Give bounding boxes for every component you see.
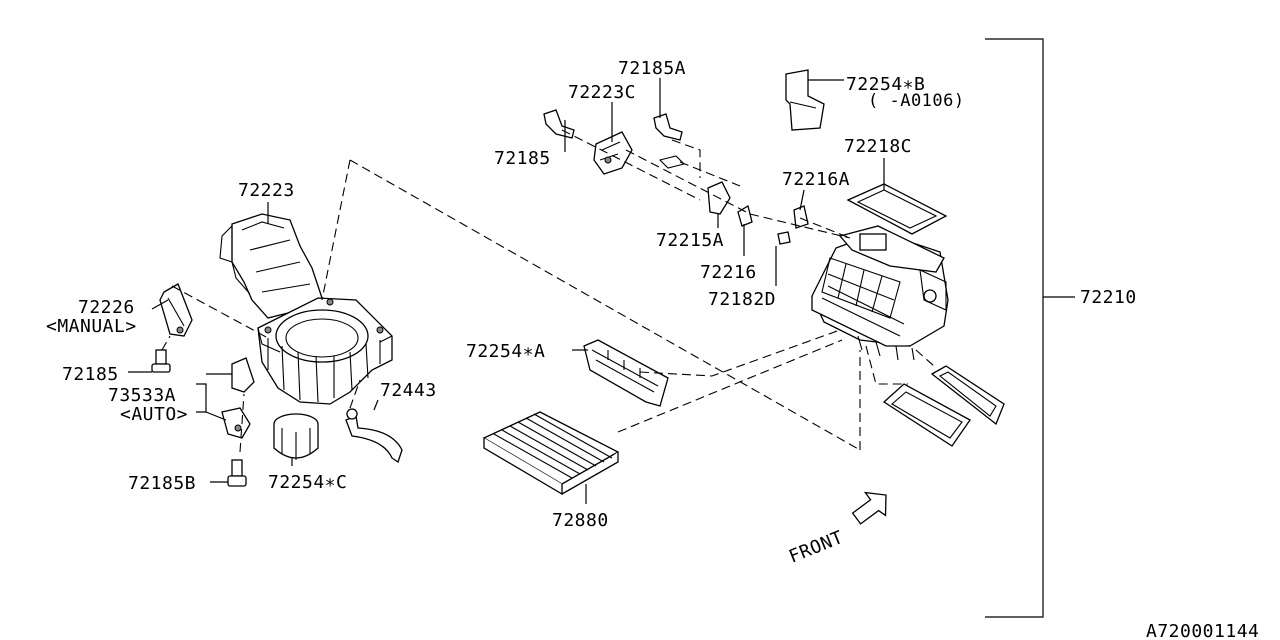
screw-72185-left [151, 349, 171, 373]
label-72226-note: <MANUAL> [46, 316, 137, 337]
label-72443: 72443 [380, 380, 437, 401]
gasket-72218C [846, 183, 948, 235]
foot-duct-parts [882, 365, 1005, 447]
air-filter-72880 [482, 411, 620, 496]
label-72223C: 72223C [568, 82, 636, 103]
label-72182D: 72182D [708, 289, 776, 310]
leader-lines [128, 78, 885, 504]
screw-72185-top [543, 109, 575, 139]
servo-motor-72226 [159, 283, 193, 337]
label-73533A-note: <AUTO> [120, 404, 188, 425]
label-72218C: 72218C [844, 136, 912, 157]
label-72185B: 72185B [128, 473, 196, 494]
label-72223: 72223 [238, 180, 295, 201]
hvac-unit-72210 [811, 225, 949, 361]
diagram-id: A720001144 [1146, 621, 1259, 640]
blower-motor-72254C [273, 413, 319, 460]
assembly-bracket [985, 38, 1075, 618]
label-72185-top: 72185 [494, 148, 551, 169]
label-72254B: 72254∗B [846, 74, 925, 95]
alignment-lines [161, 129, 935, 453]
label-73533A: 73533A [108, 385, 176, 406]
blower-housing [219, 213, 393, 405]
screw-72185B [227, 459, 247, 487]
label-72185A: 72185A [618, 58, 686, 79]
label-72254B-note: ( -A0106) [868, 91, 965, 111]
duct-72254B [785, 69, 825, 131]
label-72216: 72216 [700, 262, 757, 283]
filter-cover-72254A [583, 339, 669, 407]
label-72185-left: 72185 [62, 364, 119, 385]
label-72880: 72880 [552, 510, 609, 531]
label-72254A: 72254∗A [466, 341, 545, 362]
front-arrow: FRONT [786, 491, 887, 568]
label-72254C: 72254∗C [268, 472, 347, 493]
front-label: FRONT [786, 527, 846, 568]
label-72215A: 72215A [656, 230, 724, 251]
drain-hose-72443 [345, 408, 403, 464]
actuator-72223C [593, 131, 633, 175]
small-parts [737, 204, 809, 245]
part-labels: 72185A 72223C 72185 72254∗B ( -A0106) 72… [46, 58, 1259, 640]
label-72210: 72210 [1080, 287, 1137, 308]
label-72226: 72226 [78, 297, 135, 318]
resistor-73533A [221, 357, 255, 439]
label-72216A: 72216A [782, 169, 850, 190]
screw-72185A [653, 113, 683, 141]
